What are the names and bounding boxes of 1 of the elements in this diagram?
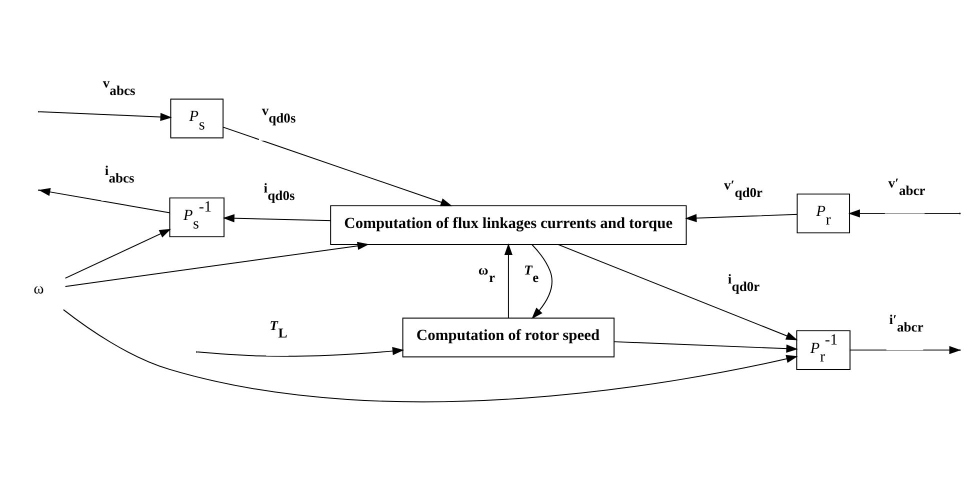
node-text: ω bbox=[34, 280, 44, 298]
